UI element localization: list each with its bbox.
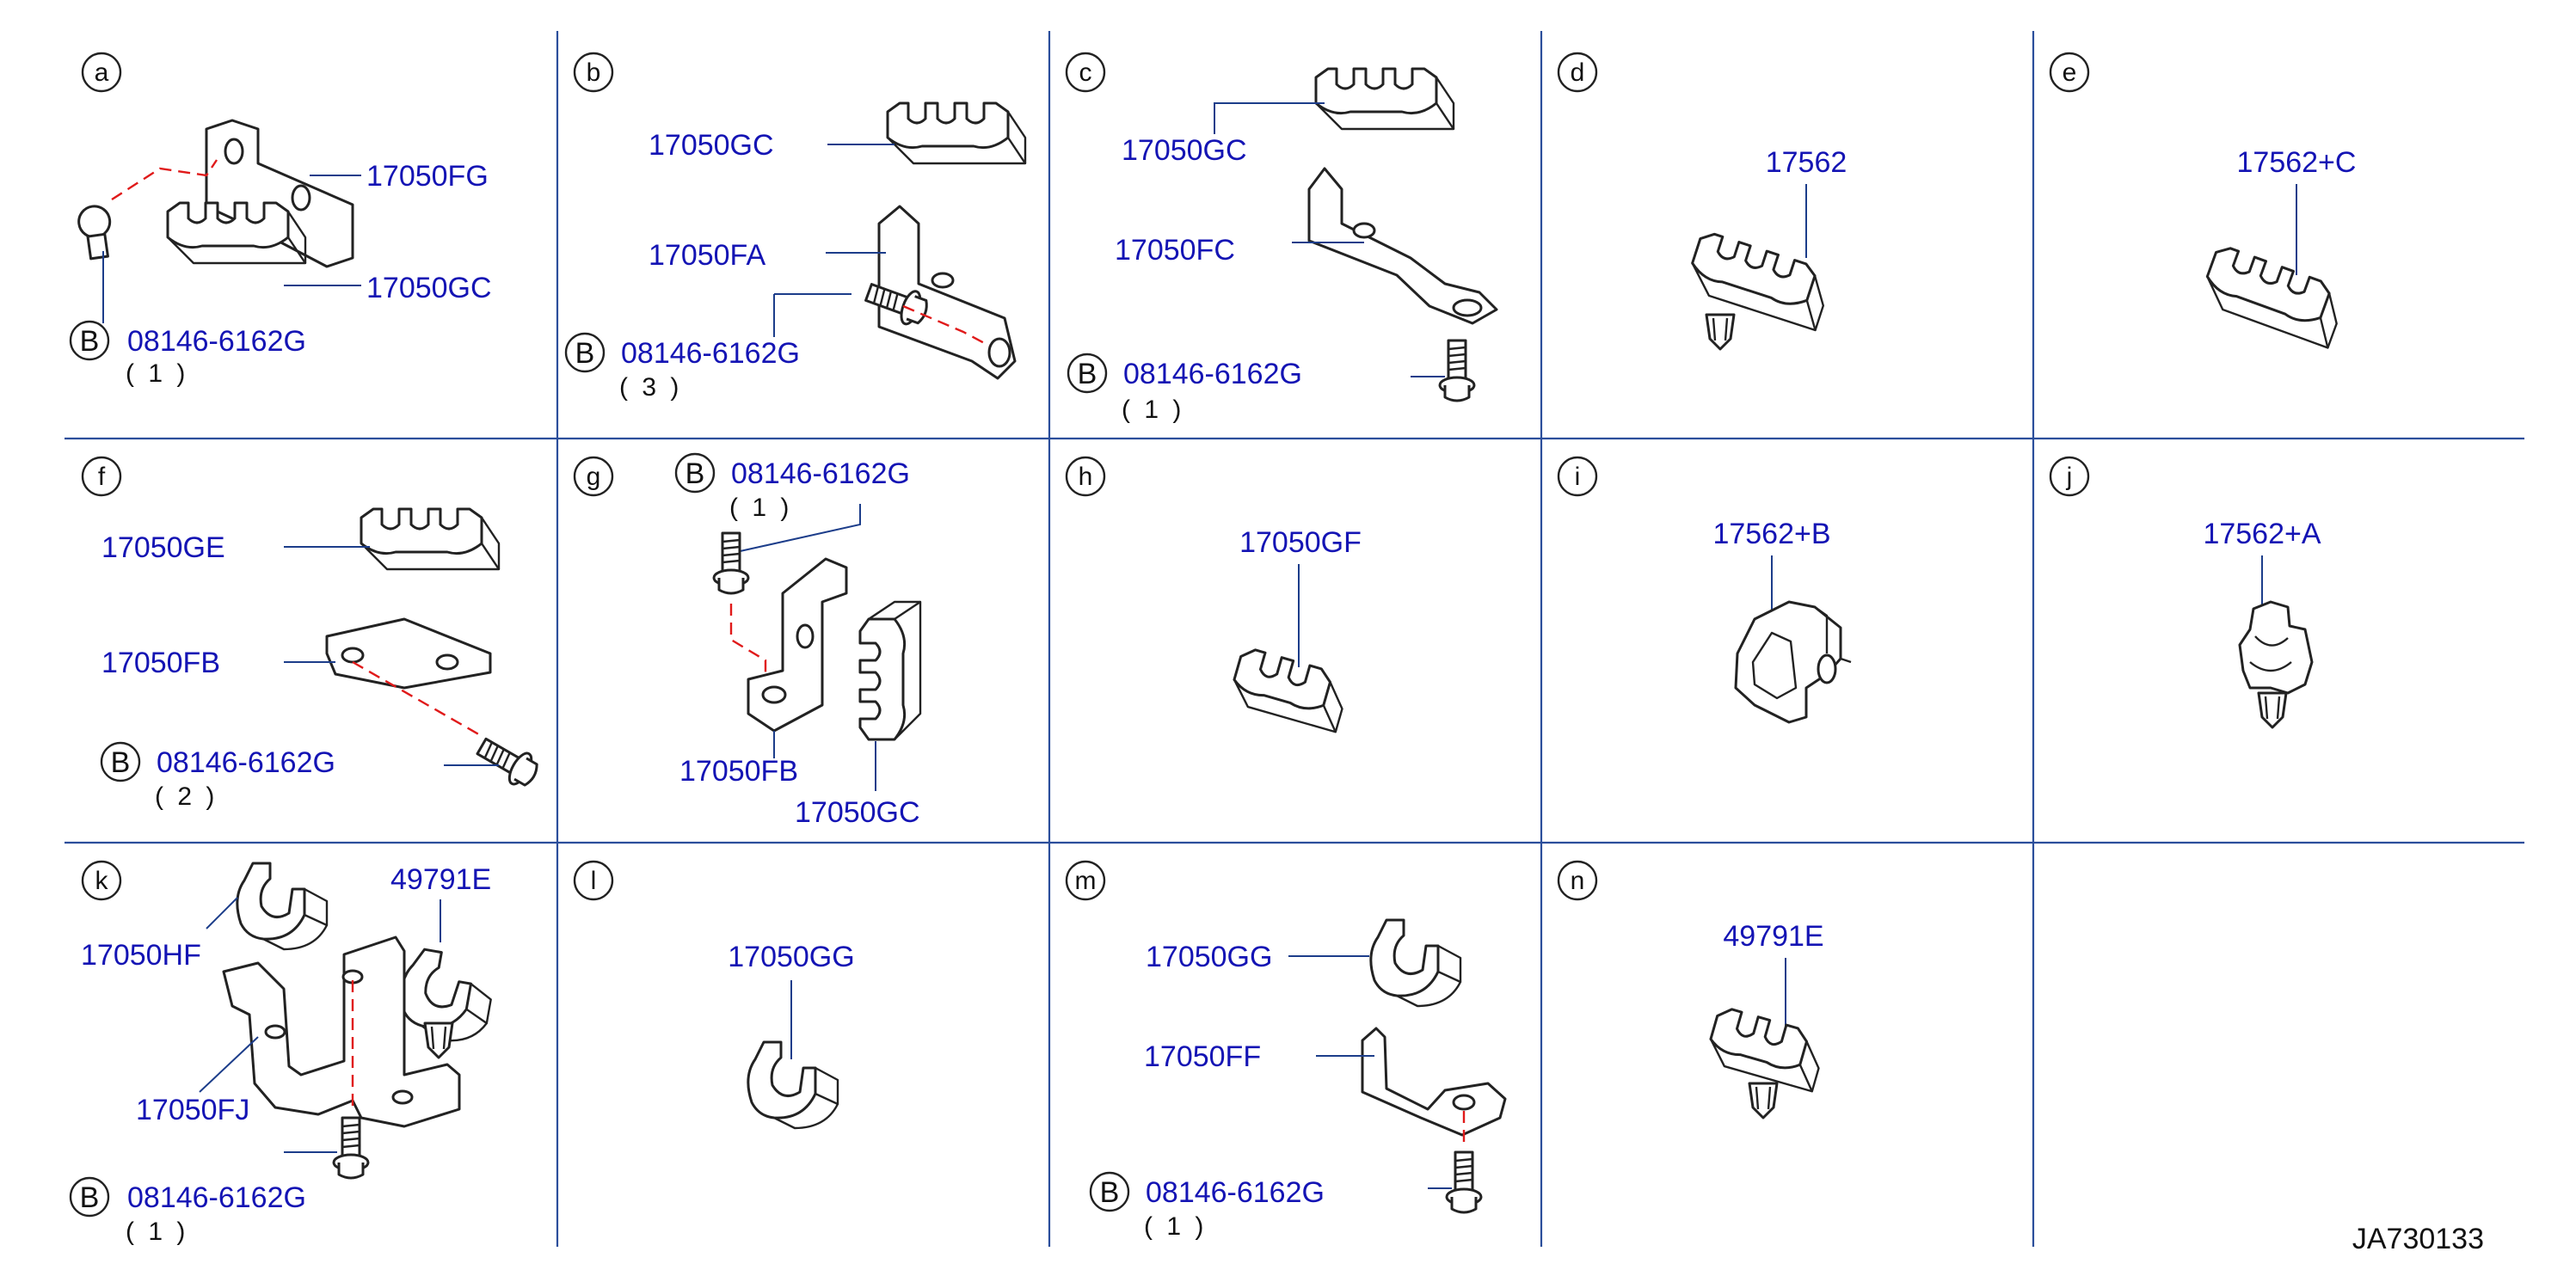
panel-g: g B 08146-6162G ( 1 ) 17050FB 17050GC xyxy=(573,452,922,829)
panel-b-label-1: 17050GC xyxy=(649,129,774,162)
panel-b: b 17050GC 17050FA B 08146-6162G ( 3 ) xyxy=(564,52,1027,402)
panel-a-letter-circle xyxy=(81,52,122,93)
panel-l-label-1: 17050GG xyxy=(728,941,854,973)
panel-g-qty: ( 1 ) xyxy=(729,494,792,522)
panel-m-letter: m xyxy=(1075,867,1097,895)
panel-n: n 49791E xyxy=(1557,860,1829,1120)
panel-j: j 17562+A xyxy=(2049,456,2321,729)
panel-j-label-1: 17562+A xyxy=(2203,518,2321,550)
panel-k-label-2: 49791E xyxy=(390,863,491,896)
panel-m-bolt-code: B xyxy=(1100,1176,1120,1209)
panel-k-qty: ( 1 ) xyxy=(126,1218,188,1246)
panel-i-letter: i xyxy=(1575,463,1581,491)
panel-b-label-2: 17050FA xyxy=(649,239,765,272)
panel-c: c 17050GC 17050FC B 08146-6162G ( 1 ) xyxy=(1065,52,1498,424)
panel-c-bolt-code: B xyxy=(1078,358,1097,390)
panel-f-label-2: 17050FB xyxy=(101,647,220,679)
panel-m-qty: ( 1 ) xyxy=(1144,1212,1207,1241)
panel-d-letter: d xyxy=(1571,58,1585,87)
panel-k-label-3: 17050FJ xyxy=(136,1094,249,1126)
panel-h-letter: h xyxy=(1079,463,1093,491)
panel-k: k 17050HF 49791E 17050FJ B 08146-6162G (… xyxy=(69,860,499,1246)
panel-i-label-1: 17562+B xyxy=(1712,518,1830,550)
panel-k-label-4: 08146-6162G xyxy=(127,1181,306,1214)
panel-c-label-2: 17050FC xyxy=(1115,234,1235,267)
panel-h-label-1: 17050GF xyxy=(1239,526,1362,559)
panel-f-bolt-code: B xyxy=(111,746,131,779)
panel-b-letter: b xyxy=(587,58,601,87)
panel-m: m 17050GG 17050FF B 08146-6162G ( 1 ) xyxy=(1065,860,1507,1241)
panel-g-label-3: 17050GC xyxy=(795,796,920,829)
panel-l: l 17050GG xyxy=(573,860,855,1130)
panel-a-label-1: 17050FG xyxy=(366,160,489,193)
panel-e-letter: e xyxy=(2063,58,2077,87)
panel-g-label-2: 17050FB xyxy=(679,755,798,788)
panel-f-label-1: 17050GE xyxy=(101,531,225,564)
panel-l-letter: l xyxy=(591,867,597,895)
panel-f-qty: ( 2 ) xyxy=(155,782,218,811)
panel-m-label-1: 17050GG xyxy=(1146,941,1272,973)
panel-i: i 17562+B xyxy=(1557,456,1852,724)
panel-g-bolt-code: B xyxy=(685,457,705,490)
panel-d-label-1: 17562 xyxy=(1766,146,1847,179)
panel-f-letter: f xyxy=(98,463,106,491)
panel-j-letter: j xyxy=(2066,463,2073,491)
panel-k-label-1: 17050HF xyxy=(81,939,201,972)
panel-h: h 17050GF xyxy=(1065,456,1362,733)
panel-a: a 17050FG 17050GC B 08146-6162G ( 1 ) xyxy=(69,52,492,388)
panel-n-label-1: 49791E xyxy=(1723,920,1823,953)
panel-m-label-3: 08146-6162G xyxy=(1146,1176,1325,1209)
panel-n-letter: n xyxy=(1571,867,1585,895)
diagram-code: JA730133 xyxy=(2352,1223,2484,1255)
panel-b-label-3: 08146-6162G xyxy=(621,337,800,370)
panel-k-letter: k xyxy=(95,867,109,895)
panel-b-bolt-code: B xyxy=(575,337,595,370)
panel-d: d 17562 xyxy=(1557,52,1847,351)
panel-m-label-2: 17050FF xyxy=(1144,1040,1261,1073)
panel-a-letter: a xyxy=(95,58,109,87)
panel-a-qty: ( 1 ) xyxy=(126,359,188,388)
panel-c-label-1: 17050GC xyxy=(1122,134,1247,167)
panel-k-bolt-code: B xyxy=(80,1181,100,1214)
panel-f-label-3: 08146-6162G xyxy=(157,746,335,779)
panel-e: e 17562+C xyxy=(2049,52,2357,350)
panel-g-label-1: 08146-6162G xyxy=(731,457,910,490)
panel-a-label-2: 17050GC xyxy=(366,272,492,304)
panel-f: f 17050GE 17050FB B 08146-6162G ( 2 ) xyxy=(81,456,544,811)
panel-b-qty: ( 3 ) xyxy=(619,373,682,402)
panel-a-label-3: 08146-6162G xyxy=(127,325,306,358)
panel-c-label-3: 08146-6162G xyxy=(1123,358,1302,390)
panel-c-letter: c xyxy=(1079,58,1092,87)
panel-e-label-1: 17562+C xyxy=(2237,146,2357,179)
panel-g-letter: g xyxy=(587,463,601,491)
panel-a-bolt-code: B xyxy=(80,325,100,358)
grid xyxy=(65,31,2524,1247)
panel-c-qty: ( 1 ) xyxy=(1122,396,1184,424)
